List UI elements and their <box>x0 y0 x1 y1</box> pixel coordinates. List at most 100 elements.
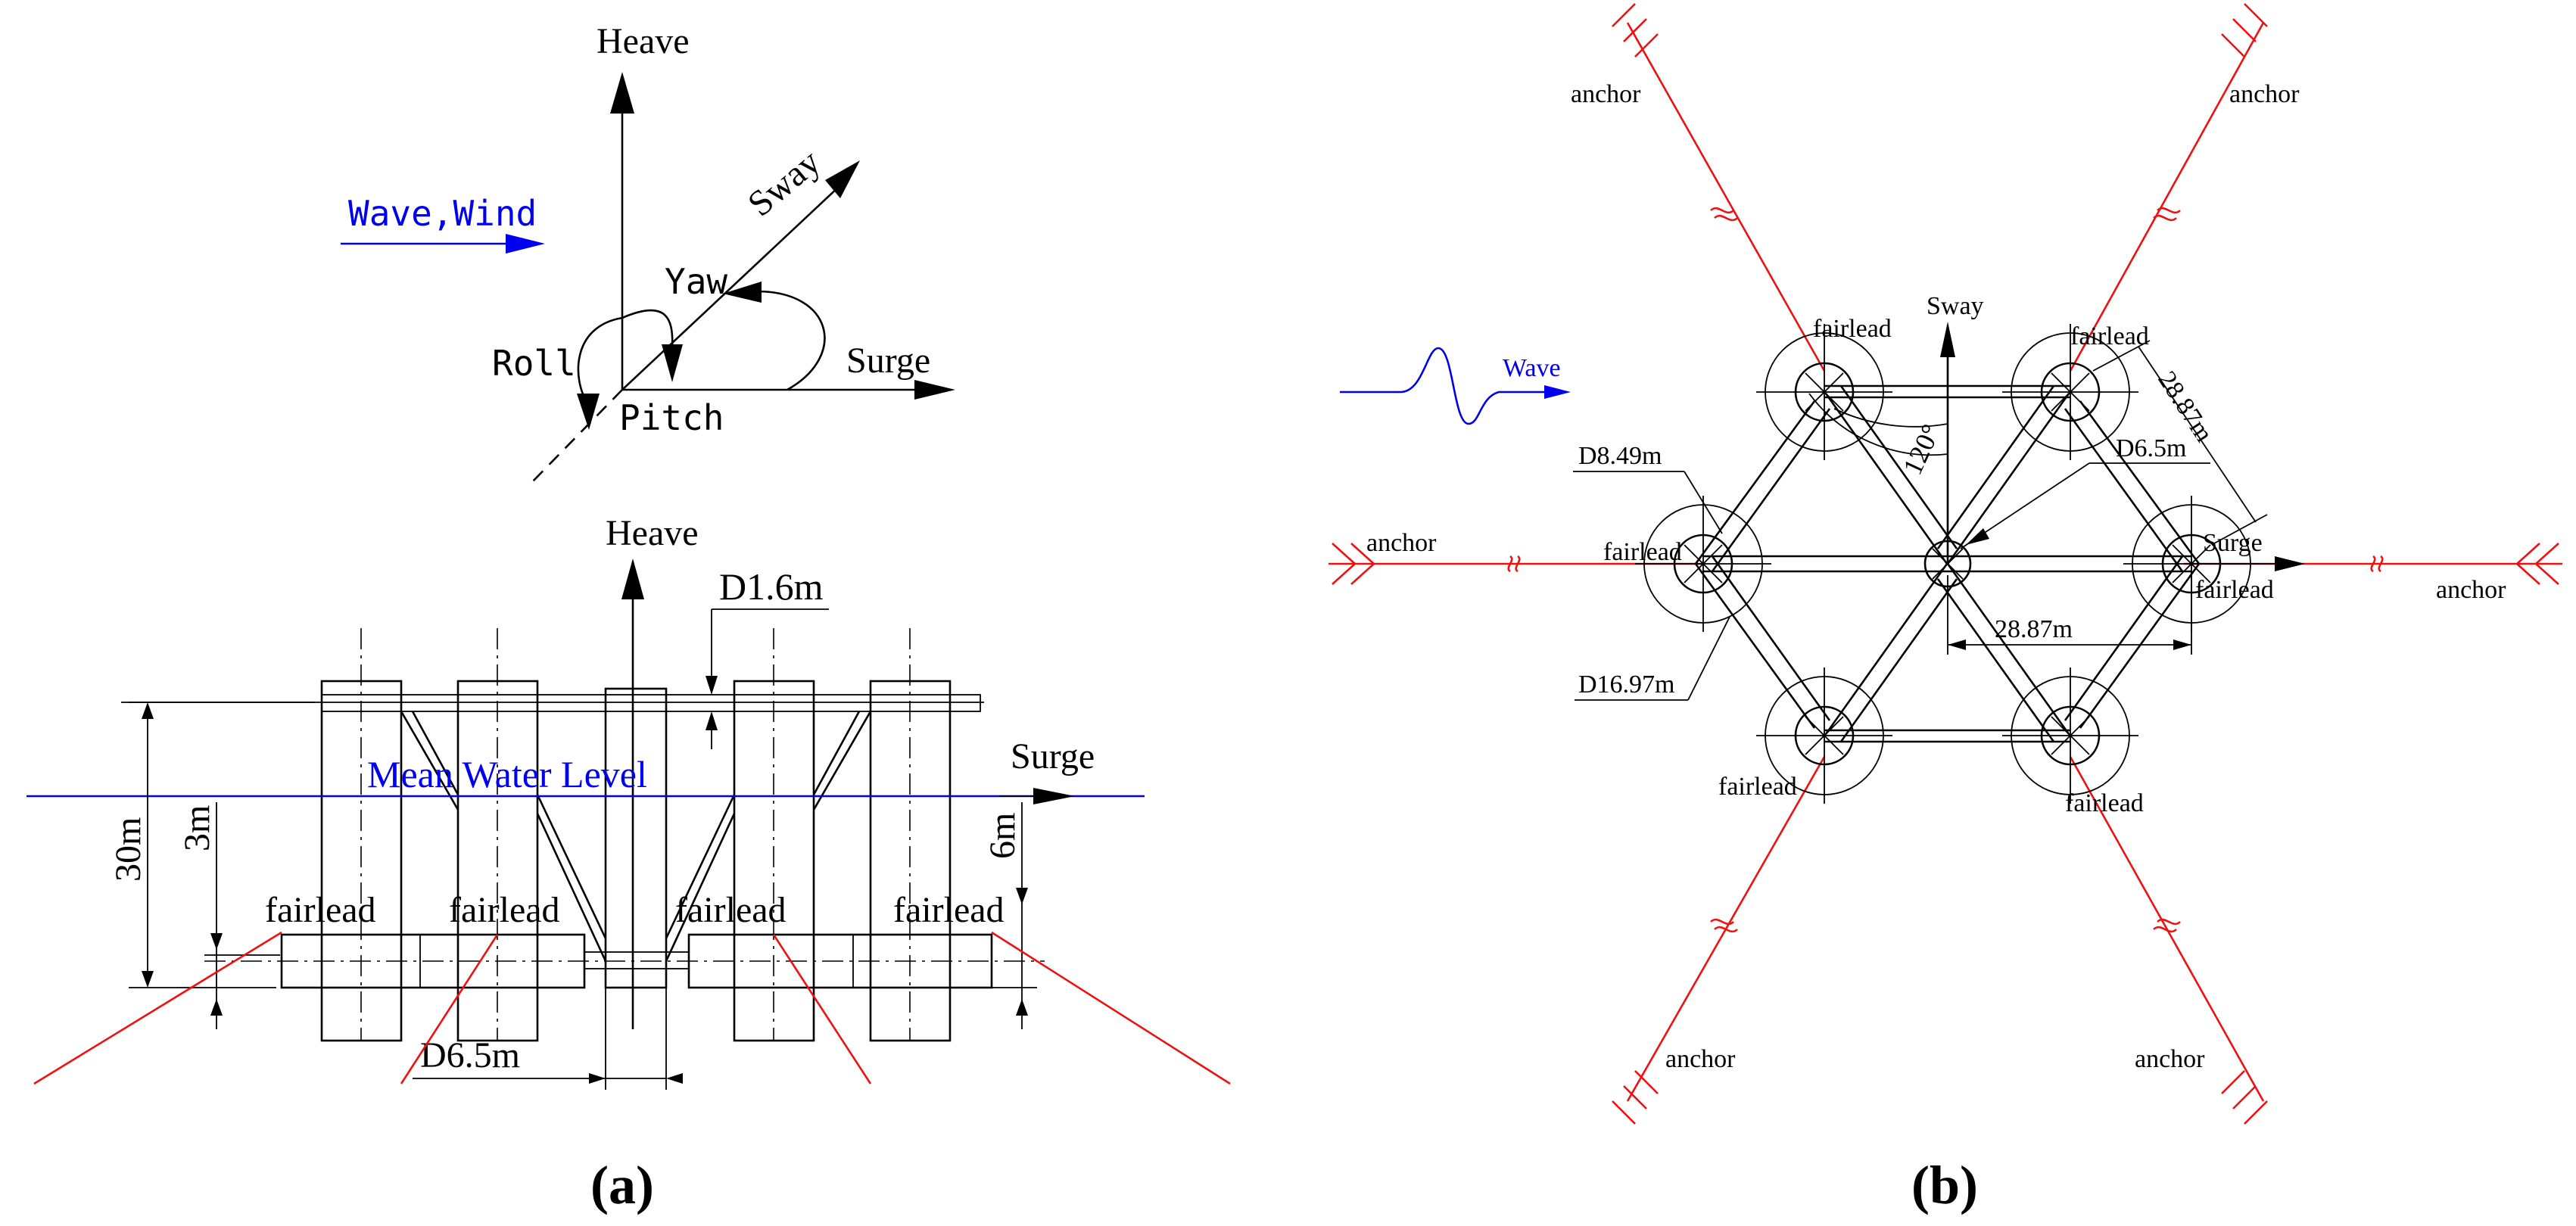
brace-2b <box>536 813 607 962</box>
dof-roll-arrowhead <box>577 394 600 430</box>
mooring-plan-se <box>2069 756 2265 1102</box>
brace-4b <box>665 813 736 962</box>
dim-3m-arrow-bottom <box>210 999 223 1016</box>
dof-yaw-arrowhead <box>723 282 762 303</box>
dim-horiz-arrow-left <box>1948 639 1966 650</box>
brace-5b <box>812 711 861 795</box>
dof-yaw-curve <box>756 290 826 391</box>
dof-pitch-curve <box>621 309 674 349</box>
mooring-line-side-1 <box>33 931 282 1085</box>
column-centerlines <box>360 628 911 1041</box>
plan-column-sw <box>1756 667 1892 804</box>
mooring-line-side-3 <box>772 934 872 1084</box>
dim-d1697-leader-2 <box>1687 616 1730 701</box>
break-mark-se <box>2153 918 2181 933</box>
fairlead-plan-sw: fairlead <box>1718 773 1797 801</box>
dim-30m-arrow-top <box>142 702 154 719</box>
dof-heave-label: Heave <box>596 21 690 61</box>
mean-water-level-label: Mean Water Level <box>367 753 647 795</box>
wave-wind-arrowhead <box>506 234 545 254</box>
fairlead-label-4: fairlead <box>893 890 1005 930</box>
caption-b: (b) <box>1911 1155 1978 1215</box>
plan-dimensions: 28.87m 28.87m D6.5m D8.49m D16.97m <box>1573 340 2268 701</box>
dim-3m-label: 3m <box>177 805 217 851</box>
mooring-plan-nw <box>1626 22 1826 372</box>
angle-label: 120° <box>1897 419 1946 479</box>
fairlead-plan-e: fairlead <box>2195 576 2274 604</box>
anchor-label-e: anchor <box>2436 576 2506 604</box>
dim-d849-label: D8.49m <box>1578 442 1662 470</box>
plan-column-w <box>1635 496 1771 632</box>
break-mark-e <box>2370 555 2384 573</box>
dof-yaw-label: Yaw <box>665 261 727 302</box>
plan-sway-label: Sway <box>1927 292 1984 320</box>
fairlead-plan-se: fairlead <box>2065 789 2144 817</box>
pontoons <box>204 933 1045 989</box>
side-heave-label: Heave <box>606 513 699 553</box>
dof-surge-label: Surge <box>846 341 930 381</box>
dim-30m-arrow-bottom <box>142 971 154 988</box>
dim-d849-leader-2 <box>1684 471 1723 534</box>
anchor-label-w: anchor <box>1366 529 1437 557</box>
break-mark-nw <box>1710 207 1738 222</box>
break-mark-ne <box>2153 207 2181 222</box>
dof-sway-arrowhead <box>825 160 860 198</box>
diagonal-braces <box>400 711 872 962</box>
column-cross-nw <box>1756 324 1892 460</box>
anchor-marker-e <box>2515 543 2559 585</box>
brace-ne-e <box>2064 400 2201 572</box>
dim-d65-arrow-right <box>666 1073 683 1084</box>
brace-4a <box>665 794 736 939</box>
pontoon-connector <box>584 951 690 969</box>
fairlead-label-1: fairlead <box>265 890 376 930</box>
side-heave-arrowhead <box>621 559 644 599</box>
dim-diag-ext-2 <box>2213 514 2268 544</box>
dim-d16-label: D1.6m <box>719 565 824 608</box>
dim-d16-arrow-bottom <box>706 711 718 730</box>
plan-surge-arrowhead <box>2275 556 2305 571</box>
dof-sway-label: Sway <box>740 142 828 224</box>
side-surge-label: Surge <box>1011 736 1095 776</box>
brace-2a <box>536 794 607 939</box>
anchor-marker-nw <box>1612 3 1659 58</box>
fairlead-plan-w: fairlead <box>1603 538 1682 566</box>
column-cross-sw <box>1756 667 1892 804</box>
dof-sway-axis <box>621 185 841 391</box>
brace-bottom <box>1824 729 2070 743</box>
column-cross-w <box>1635 496 1771 632</box>
brace-e-se <box>2064 555 2201 729</box>
dimension-d1-6m: D1.6m <box>706 565 829 749</box>
wave-arrowhead <box>1544 385 1571 399</box>
brace-1a <box>400 711 459 811</box>
dimension-d6-5m: D6.5m <box>413 988 683 1090</box>
side-elevation: Heave <box>26 513 1231 1090</box>
spoke-se <box>1936 563 2070 742</box>
dof-heave-arrowhead <box>610 72 634 114</box>
mooring-lines-side <box>33 931 1231 1085</box>
dim-horiz-arrow-right <box>2173 639 2191 650</box>
dim-30m-label: 30m <box>108 817 148 882</box>
dim-6m-arrow-bottom <box>1016 999 1028 1016</box>
plan-column-ne <box>2002 324 2138 460</box>
wave-label: Wave <box>1503 354 1561 382</box>
dim-d65-arrow-left <box>589 1073 606 1084</box>
plan-axes: Sway Surge <box>1927 292 2305 571</box>
dim-d16-arrow-top <box>706 676 718 695</box>
plan-column-se <box>2002 667 2138 804</box>
mooring-line-side-4 <box>991 931 1231 1085</box>
angle-arc-inner <box>1808 393 1948 456</box>
anchor-marker-w <box>1332 543 1375 585</box>
break-marks <box>1507 207 2384 933</box>
dimension-30m: 30m <box>108 702 314 988</box>
panel-b: anchor anchor anchor anchor anchor ancho… <box>1328 3 2562 1215</box>
dimension-3m: 3m <box>177 802 280 1029</box>
wave-symbol: Wave <box>1340 347 1571 425</box>
fairlead-plan-ne: fairlead <box>2070 322 2149 350</box>
dim-3m-arrow-top <box>210 933 223 950</box>
column-cross-se <box>2002 667 2138 804</box>
anchor-label-nw: anchor <box>1571 80 1641 108</box>
dim-diag-ext-1 <box>2092 340 2151 372</box>
anchor-label-sw: anchor <box>1665 1045 1736 1073</box>
dim-d65-leader-arrow <box>1966 528 1989 545</box>
angle-arc <box>1833 408 1948 428</box>
